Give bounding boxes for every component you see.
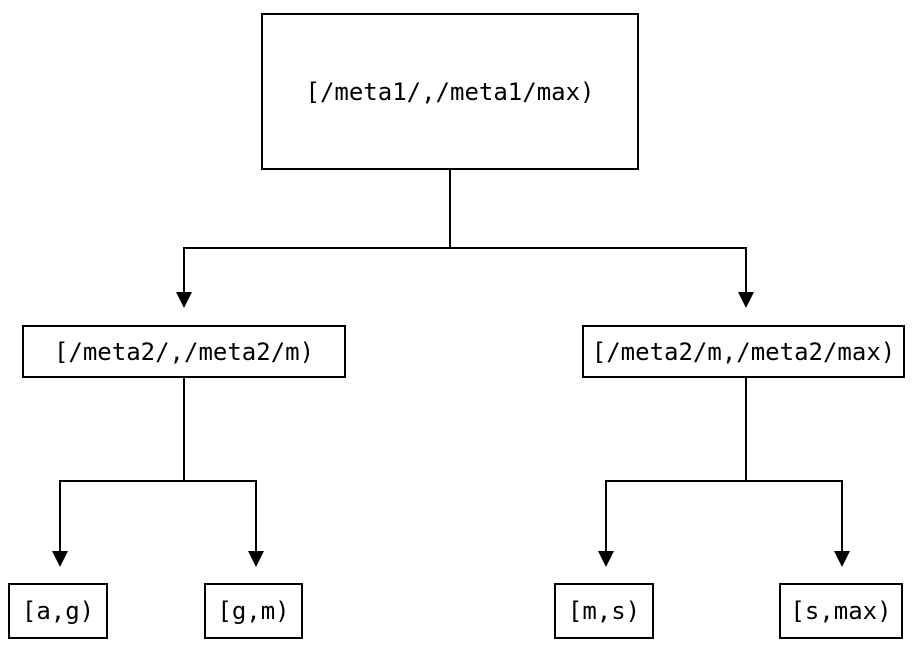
edge-mid-left-to-leaf-ag-arrowhead-icon [52,551,68,567]
tree-node-root-label: [/meta1/,/meta1/max) [305,77,595,106]
tree-node-root: [/meta1/,/meta1/max) [261,13,639,170]
edge-root-to-mid-left-arrowhead-icon [176,292,192,308]
tree-node-leaf-smax: [s,max) [779,583,903,639]
tree-node-leaf-ag: [a,g) [8,583,108,639]
tree-node-mid-right: [/meta2/m,/meta2/max) [582,325,905,378]
edge-mid-left-to-leaf-ag [59,378,185,551]
tree-node-mid-left: [/meta2/,/meta2/m) [22,325,346,378]
tree-node-leaf-ms: [m,s) [554,583,654,639]
edge-root-to-mid-left [183,170,451,292]
tree-node-leaf-smax-label: [s,max) [790,597,892,625]
edge-mid-left-to-leaf-gm-arrowhead-icon [248,551,264,567]
edge-root-to-mid-right-arrowhead-icon [738,292,754,308]
edge-mid-right-to-leaf-ms-arrowhead-icon [598,551,614,567]
tree-node-leaf-gm: [g,m) [204,583,303,639]
tree-node-leaf-ms-label: [m,s) [567,597,641,625]
tree-node-mid-left-label: [/meta2/,/meta2/m) [53,337,315,366]
edge-mid-left-to-leaf-gm [184,480,257,551]
tree-node-leaf-ag-label: [a,g) [21,597,95,625]
tree-node-mid-right-label: [/meta2/m,/meta2/max) [591,337,896,366]
edge-mid-right-to-leaf-ms [605,378,747,551]
edge-mid-right-to-leaf-smax-arrowhead-icon [834,551,850,567]
tree-node-leaf-gm-label: [g,m) [217,597,290,625]
edge-mid-right-to-leaf-smax [746,480,843,551]
edge-root-to-mid-right [450,247,747,292]
